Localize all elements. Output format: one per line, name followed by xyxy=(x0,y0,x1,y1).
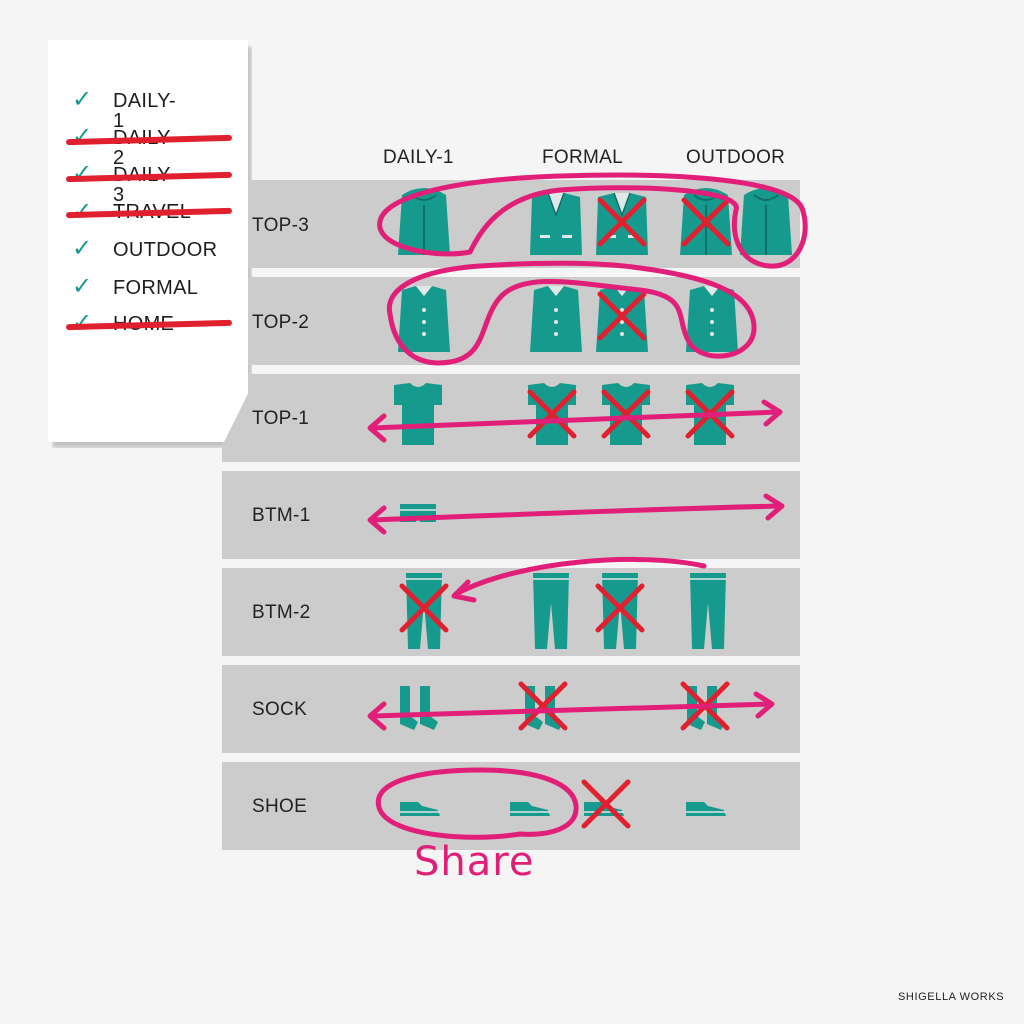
range-arrow-sock xyxy=(369,701,773,719)
share-annotation: Share xyxy=(414,839,535,885)
range-arrow-top-1 xyxy=(369,409,781,431)
tshirt-icon xyxy=(394,383,442,445)
jacket-icon xyxy=(739,187,793,256)
row-label-btm-2: BTM-2 xyxy=(252,602,311,623)
arrowhead-icon xyxy=(367,701,387,731)
row-label-top-2: TOP-2 xyxy=(252,312,310,333)
group-loop-top-2 xyxy=(386,260,757,366)
row-label-sock: SOCK xyxy=(252,699,308,720)
row-label-top-1: TOP-1 xyxy=(252,408,310,429)
row-label-shoe: SHOE xyxy=(252,796,308,817)
arrowhead-icon xyxy=(367,413,387,443)
shoe-icon xyxy=(685,801,727,817)
shirt-icon xyxy=(398,286,450,352)
column-header-outdoor: OUTDOOR xyxy=(686,147,786,168)
checklist-item-daily-1: DAILY-1 xyxy=(113,90,176,132)
check-icon: ✓ xyxy=(72,273,93,300)
arrowhead-icon xyxy=(761,399,783,427)
check-icon: ✓ xyxy=(72,235,93,262)
shoe-icon xyxy=(509,801,551,817)
checklist-note-front xyxy=(48,40,248,442)
range-arrow-btm-1 xyxy=(369,503,783,523)
swap-arrow-btm-2 xyxy=(453,556,707,597)
pants-icon xyxy=(532,572,570,650)
shirt-icon xyxy=(530,286,582,352)
shirt-icon xyxy=(686,286,738,352)
column-header-formal: FORMAL xyxy=(542,147,623,168)
group-loop-top-3 xyxy=(377,172,808,269)
arrowhead-icon xyxy=(763,493,785,521)
check-icon: ✓ xyxy=(72,86,93,113)
footer-credit: SHIGELLA WORKS xyxy=(898,991,1005,1003)
column-header-daily-1: DAILY-1 xyxy=(383,147,454,168)
arrowhead-icon xyxy=(753,691,775,719)
blazer-icon xyxy=(529,192,583,256)
shoe-icon xyxy=(399,801,441,817)
pants-icon xyxy=(689,572,727,650)
sock-icon xyxy=(400,686,438,730)
share-loop xyxy=(375,767,579,840)
row-label-btm-1: BTM-1 xyxy=(252,505,311,526)
checklist-item-outdoor: OUTDOOR xyxy=(113,239,218,261)
row-label-top-3: TOP-3 xyxy=(252,215,310,236)
checklist-item-formal: FORMAL xyxy=(113,277,199,299)
arrowhead-icon xyxy=(367,505,387,535)
arrowhead-icon xyxy=(451,579,477,603)
